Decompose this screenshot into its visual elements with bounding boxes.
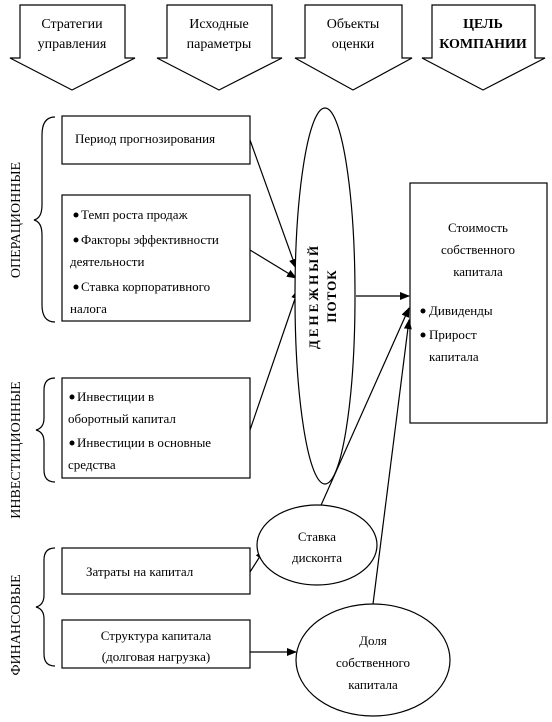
header-strategies-line1: Стратегии <box>41 17 103 32</box>
group-label-financial: ФИНАНСОВЫЕ <box>9 574 24 675</box>
op-bullet-2-line2: деятельности <box>70 254 144 269</box>
box-investments: Инвестиции в оборотный капитал Инвестици… <box>61 377 251 479</box>
inv-bullet-2-line2: средства <box>68 457 116 472</box>
ellipse-cash-flow: ДЕНЕЖНЫЙ ПОТОК <box>294 107 356 485</box>
investment-bracket <box>35 377 56 483</box>
bullet-dot <box>73 212 79 218</box>
arrow-operational-to-cashflow <box>249 249 297 279</box>
group-label-operational: ОПЕРАЦИОННЫЕ <box>9 162 24 278</box>
bullet-dot <box>73 284 79 290</box>
forecast-period-label: Период прогнозирования <box>75 131 215 146</box>
bullet-dot <box>420 332 426 338</box>
header-objects: Объекты оценки <box>294 4 413 91</box>
header-parameters: Исходные параметры <box>156 4 283 91</box>
bullet-dot <box>420 308 426 314</box>
arrow-investments-to-cashflow <box>249 289 299 431</box>
arrow-equity-to-goal <box>371 319 412 613</box>
inv-bullet-1-line2: оборотный капитал <box>68 411 176 426</box>
bullet-dot <box>69 394 75 400</box>
header-objects-line2: оценки <box>332 37 375 52</box>
box-forecast-period: Период прогнозирования <box>61 115 251 165</box>
goal-title-line1: Стоимость <box>448 220 508 235</box>
op-bullet-3-line2: налога <box>70 301 107 316</box>
goal-bullet-1: Дивиденды <box>429 303 493 318</box>
capital-structure-line2: (долговая нагрузка) <box>102 649 210 664</box>
header-parameters-line2: параметры <box>187 37 252 52</box>
financial-bracket <box>35 547 56 667</box>
ellipse-equity-share: Доля собственного капитала <box>295 603 451 717</box>
equity-share-line2: собственного <box>336 655 410 670</box>
op-bullet-2-line1: Факторы эффективности <box>81 232 219 247</box>
cash-flow-line1: ДЕНЕЖНЫЙ <box>306 243 321 349</box>
header-goal-line1: ЦЕЛЬ <box>463 17 503 32</box>
header-strategies: Стратегии управления <box>9 4 136 91</box>
goal-bullet-2-line2: капитала <box>429 349 479 364</box>
box-capital-costs: Затраты на капитал <box>61 547 251 595</box>
inv-bullet-1-line1: Инвестиции в <box>77 389 154 404</box>
ellipse-discount-rate: Ставка дисконта <box>256 504 378 586</box>
header-goal-line2: КОМПАНИИ <box>439 37 527 52</box>
cash-flow-line2: ПОТОК <box>324 269 339 322</box>
goal-title-line3: капитала <box>453 264 503 279</box>
goal-title-line2: собственного <box>441 242 515 257</box>
equity-share-line3: капитала <box>348 677 398 692</box>
capital-costs-label: Затраты на капитал <box>86 564 194 579</box>
equity-share-line1: Доля <box>359 633 387 648</box>
header-strategies-line2: управления <box>38 37 107 52</box>
box-company-goal: Стоимость собственного капитала Дивиденд… <box>409 182 548 424</box>
box-operational-factors: Темп роста продаж Факторы эффективности … <box>61 194 251 322</box>
arrow-forecast-to-cashflow <box>249 139 297 269</box>
group-label-investment: ИНВЕСТИЦИОННЫЕ <box>9 381 24 518</box>
header-goal: ЦЕЛЬ КОМПАНИИ <box>421 4 546 91</box>
box-capital-structure: Структура капитала (долговая нагрузка) <box>61 619 251 669</box>
header-objects-line1: Объекты <box>327 17 380 32</box>
inv-bullet-2-line1: Инвестиции в основные <box>77 435 211 450</box>
header-parameters-line1: Исходные <box>189 17 248 32</box>
discount-rate-line2: дисконта <box>292 550 342 565</box>
bullet-dot <box>73 237 79 243</box>
capital-structure-line1: Структура капитала <box>101 628 212 643</box>
discount-rate-line1: Ставка <box>298 529 336 544</box>
op-bullet-3-line1: Ставка корпоративного <box>81 279 210 294</box>
bullet-dot <box>69 440 75 446</box>
goal-bullet-2-line1: Прирост <box>429 327 477 342</box>
op-bullet-1-line1: Темп роста продаж <box>81 207 189 222</box>
operational-bracket <box>33 116 56 323</box>
